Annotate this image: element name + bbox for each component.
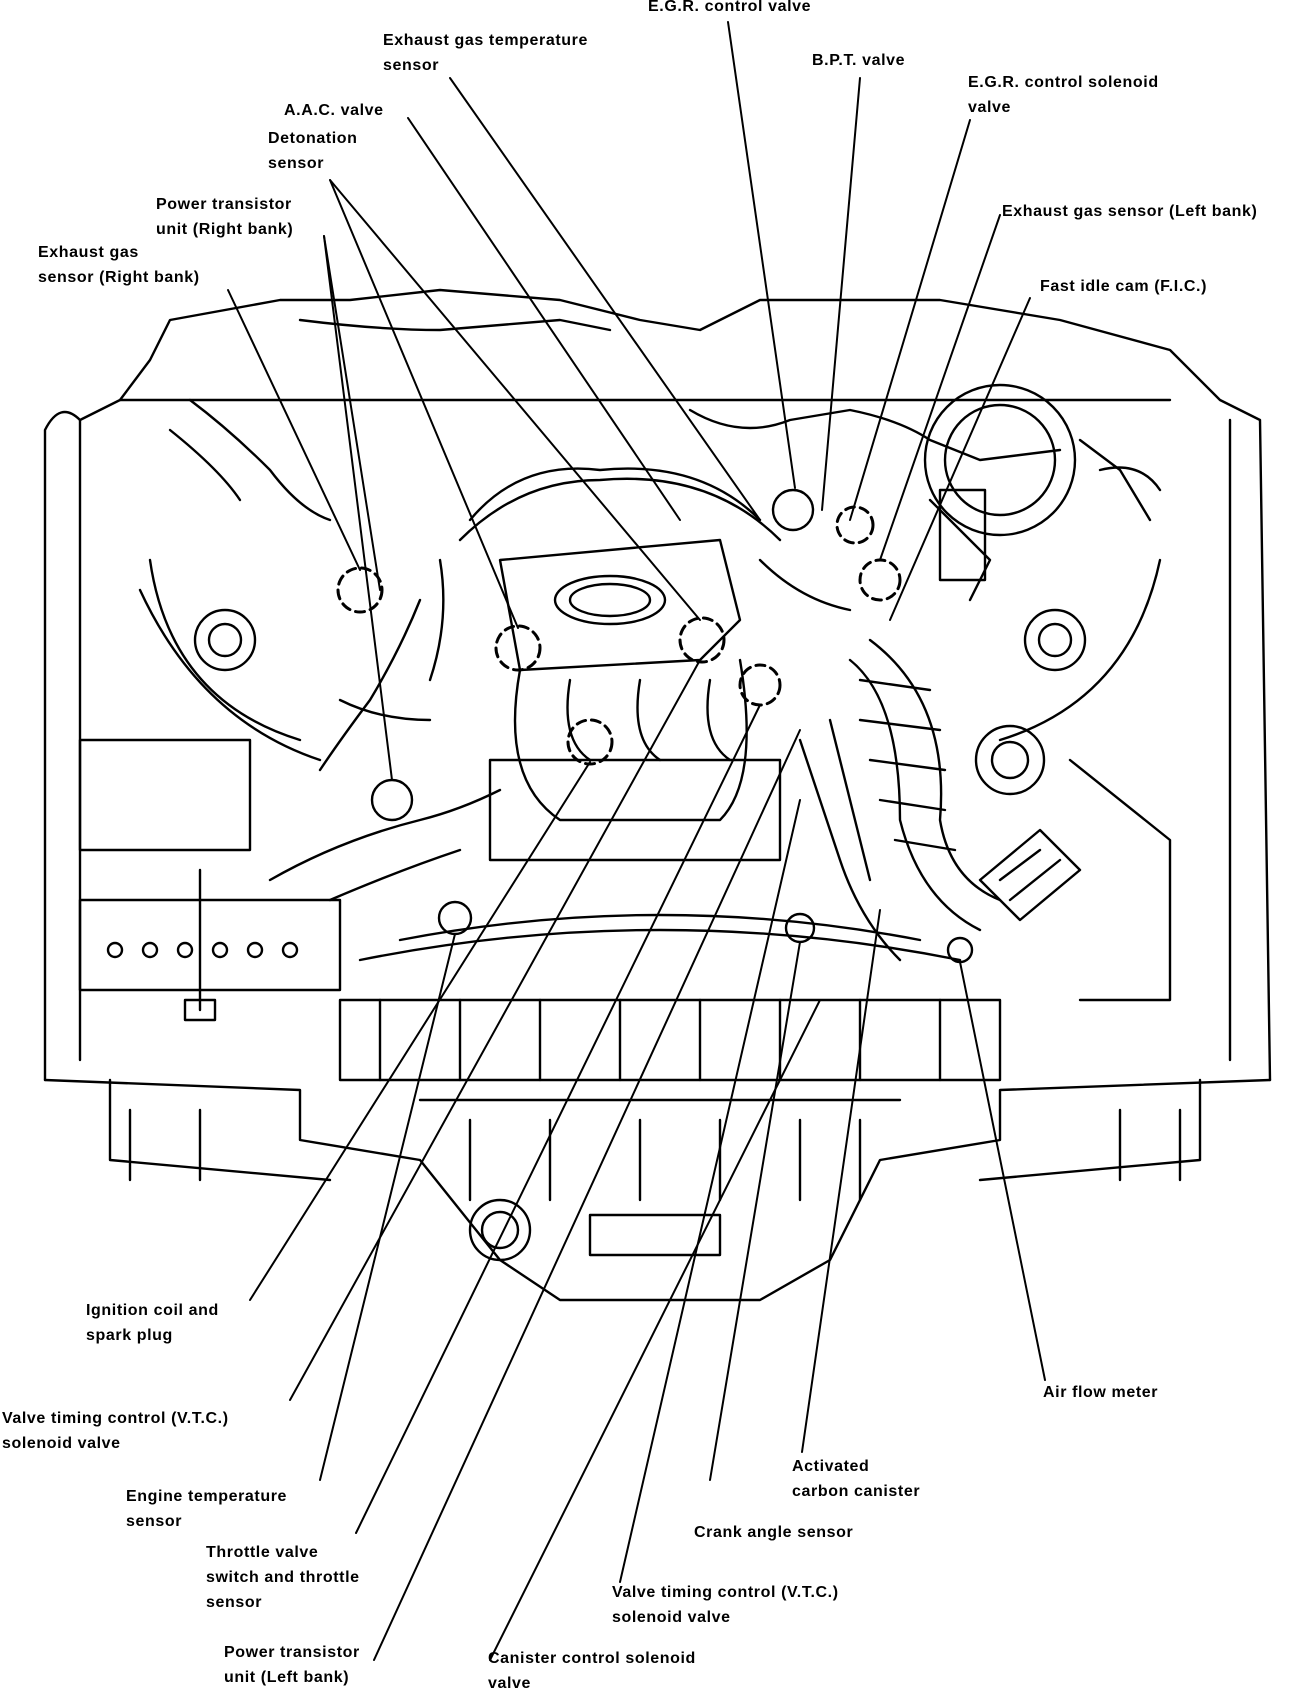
label-activated-carbon-canister: Activated carbon canister — [792, 1454, 920, 1504]
label-engine-temperature-sensor: Engine temperature sensor — [126, 1484, 287, 1534]
label-line: Exhaust gas — [38, 244, 139, 261]
label-fast-idle-cam: Fast idle cam (F.I.C.) — [1040, 274, 1207, 299]
label-line: Power transistor — [156, 196, 292, 213]
label-line: Valve timing control (V.T.C.) — [612, 1584, 839, 1601]
leader-lines — [227, 21, 1046, 1661]
label-line: A.A.C. valve — [284, 102, 384, 119]
label-line: Engine temperature — [126, 1488, 288, 1505]
label-egr-control-solenoid-valve: E.G.R. control solenoid valve — [968, 70, 1159, 120]
label-line: Exhaust gas temperature — [383, 32, 588, 49]
label-line: spark plug — [86, 1327, 173, 1344]
label-line: Valve timing control (V.T.C.) — [2, 1410, 229, 1427]
label-line: E.G.R. control valve — [648, 0, 812, 15]
label-line: E.G.R. control solenoid — [968, 74, 1159, 91]
solid-callouts — [370, 488, 974, 964]
label-detonation-sensor: Detonation sensor — [268, 126, 358, 176]
label-line: sensor — [268, 155, 325, 172]
label-bpt-valve: B.P.T. valve — [812, 48, 905, 73]
label-ignition-coil: Ignition coil and spark plug — [86, 1298, 219, 1348]
label-line: Detonation — [268, 130, 358, 147]
left-strut-tower — [138, 558, 322, 762]
label-line: solenoid valve — [612, 1609, 731, 1626]
intake-manifold — [458, 467, 782, 862]
label-line: valve — [488, 1675, 532, 1690]
label-line: sensor — [383, 57, 440, 74]
label-canister-control-solenoid: Canister control solenoid valve — [488, 1646, 696, 1690]
label-line: Canister control solenoid — [488, 1650, 696, 1667]
label-throttle-valve-switch: Throttle valve switch and throttle senso… — [206, 1540, 360, 1615]
label-line: carbon canister — [792, 1483, 921, 1500]
label-crank-angle-sensor: Crank angle sensor — [694, 1520, 853, 1545]
label-line: sensor — [126, 1513, 183, 1530]
label-vtc-solenoid-left: Valve timing control (V.T.C.) solenoid v… — [2, 1406, 229, 1456]
label-line: solenoid valve — [2, 1435, 121, 1452]
label-vtc-solenoid-right: Valve timing control (V.T.C.) solenoid v… — [612, 1580, 839, 1630]
label-line: sensor (Right bank) — [38, 269, 200, 286]
label-line: Crank angle sensor — [694, 1524, 854, 1541]
label-power-transistor-left: Power transistor unit (Left bank) — [224, 1640, 360, 1690]
label-line: unit (Left bank) — [224, 1669, 350, 1686]
label-egr-control-valve: E.G.R. control valve — [648, 0, 811, 19]
label-line: valve — [968, 99, 1012, 116]
label-exhaust-gas-sensor-right: Exhaust gas sensor (Right bank) — [38, 240, 200, 290]
label-line: switch and throttle — [206, 1569, 360, 1586]
label-line: Activated — [792, 1458, 870, 1475]
label-line: B.P.T. valve — [812, 52, 906, 69]
label-line: sensor — [206, 1594, 263, 1611]
right-strut-tower — [974, 558, 1162, 796]
label-line: Fast idle cam (F.I.C.) — [1040, 278, 1208, 295]
label-line: Exhaust gas sensor (Left bank) — [1002, 203, 1258, 220]
body-outline — [43, 288, 1272, 1302]
label-line: Power transistor — [224, 1644, 360, 1661]
label-exhaust-gas-sensor-left: Exhaust gas sensor (Left bank) — [1002, 199, 1257, 224]
brake-booster — [923, 383, 1077, 602]
label-line: Air flow meter — [1043, 1384, 1159, 1401]
label-line: Throttle valve — [206, 1544, 319, 1561]
label-aac-valve: A.A.C. valve — [284, 98, 384, 123]
label-line: unit (Right bank) — [156, 221, 294, 238]
label-air-flow-meter: Air flow meter — [1043, 1380, 1158, 1405]
callout-circles — [336, 505, 902, 766]
hoses — [168, 318, 1162, 962]
label-power-transistor-right: Power transistor unit (Right bank) — [156, 192, 293, 242]
air-duct — [848, 638, 1172, 1002]
label-line: Ignition coil and — [86, 1302, 219, 1319]
label-exhaust-gas-temperature-sensor: Exhaust gas temperature sensor — [383, 28, 588, 78]
battery — [78, 738, 342, 1022]
radiator-support — [128, 913, 1182, 1262]
